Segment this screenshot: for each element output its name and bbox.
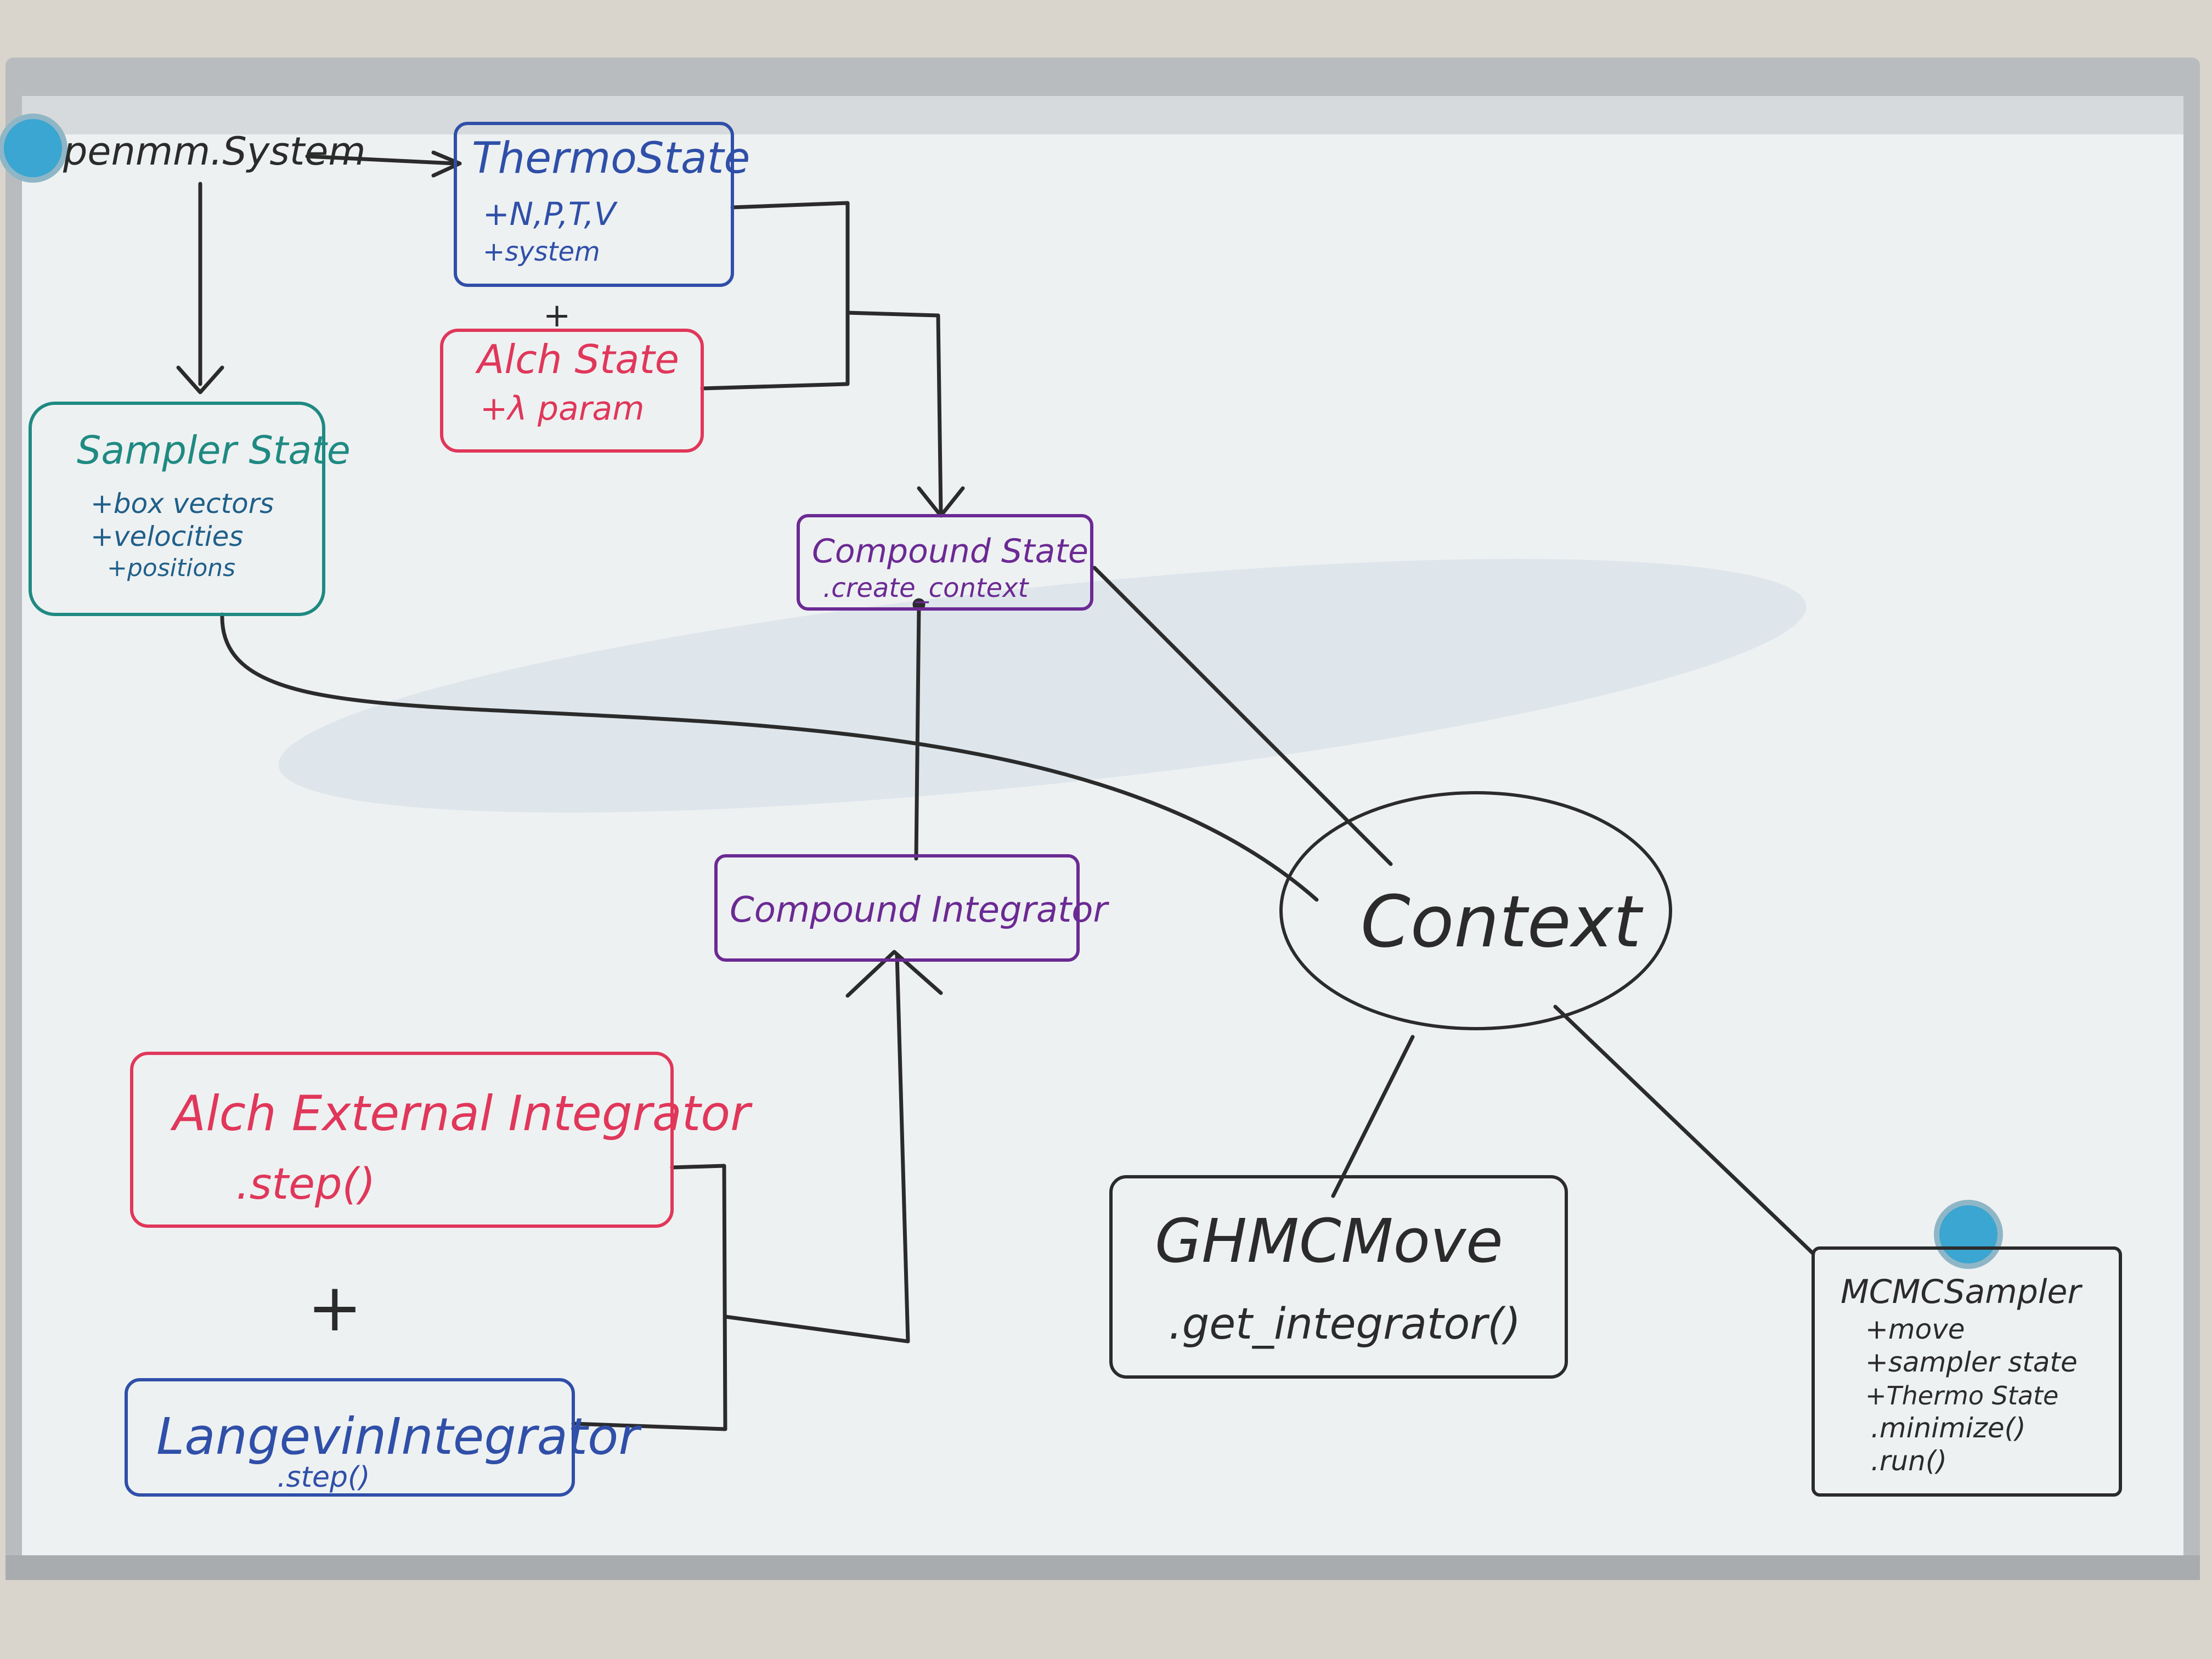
sampler-state-box <box>29 402 325 616</box>
ghmc-move-box <box>1109 1175 1568 1379</box>
plus-sign-integrators: + <box>307 1270 363 1346</box>
bracket-states <box>700 201 850 391</box>
langevin-integrator-line: .step() <box>277 1461 370 1494</box>
sampler-state-line: +positions <box>107 554 235 582</box>
alch-state-box <box>440 329 704 453</box>
line-integrator-to-compound <box>914 604 921 861</box>
langevin-integrator-title: LangevinIntegrator <box>156 1407 642 1466</box>
arrowhead-compound-integrator <box>845 950 943 998</box>
mcmc-sampler-line: +sampler state <box>1865 1346 2078 1378</box>
thermo-state-line: +N,P,T,V <box>483 195 618 233</box>
openmm-system-label: penmm.System <box>63 129 366 174</box>
line-context-to-ghmc <box>1331 1035 1415 1198</box>
alch-state-title: Alch State <box>475 336 679 382</box>
mcmc-sampler-title: MCMCSampler <box>1841 1273 2083 1311</box>
thermo-state-title: ThermoState <box>472 134 750 183</box>
arrow-states-to-compound <box>845 311 943 515</box>
mcmc-sampler-line: +Thermo State <box>1865 1381 2058 1410</box>
line-compound-to-context <box>1092 566 1393 866</box>
alch-external-integrator-line: .step() <box>236 1160 375 1209</box>
compound-state-line: .create_context <box>823 573 1030 603</box>
arrowhead-sampler <box>176 365 224 394</box>
eraser-smudge <box>278 558 1807 813</box>
sampler-state-line: +velocities <box>91 521 243 552</box>
context-label: Context <box>1361 880 1644 963</box>
mcmc-sampler-line: +move <box>1865 1313 1965 1345</box>
arrow-integrators-to-compound <box>723 952 910 1344</box>
bracket-integrators <box>571 1164 727 1431</box>
board-surface <box>22 96 2183 1555</box>
thermo-state-box <box>454 122 734 287</box>
langevin-integrator-box <box>125 1378 575 1497</box>
sampler-state-title: Sampler State <box>77 428 351 473</box>
alch-external-integrator-title: Alch External Integrator <box>170 1085 753 1142</box>
sampler-state-line: +box vectors <box>91 488 274 520</box>
magnet-top-left <box>0 114 67 183</box>
arrowhead-thermo <box>431 150 462 178</box>
ghmc-move-title: GHMCMove <box>1155 1206 1503 1276</box>
alch-state-line: +λ param <box>480 390 645 428</box>
compound-integrator-box <box>714 854 1080 962</box>
line-context-to-mcmc <box>1553 1005 1815 1256</box>
mcmc-sampler-box <box>1812 1246 2122 1497</box>
ghmc-move-line: .get_integrator() <box>1169 1300 1521 1349</box>
alch-external-integrator-box <box>130 1052 674 1228</box>
compound-integrator-title: Compound Integrator <box>730 890 1109 930</box>
board-top-rail <box>22 96 2183 134</box>
arrow-system-to-thermo <box>305 154 458 166</box>
compound-state-box <box>797 514 1093 611</box>
board-bottom-tray <box>5 1555 2200 1580</box>
context-ellipse <box>1279 791 1672 1030</box>
mcmc-sampler-line: .minimize() <box>1871 1412 2026 1444</box>
mcmc-sampler-line: .run() <box>1871 1445 1947 1477</box>
compound-state-title: Compound State <box>812 532 1088 571</box>
thermo-state-line: +system <box>483 236 600 267</box>
magnet-bottom-right <box>1934 1200 2003 1269</box>
line-sampler-to-context <box>220 612 1319 902</box>
plus-sign-states: + <box>543 296 571 335</box>
